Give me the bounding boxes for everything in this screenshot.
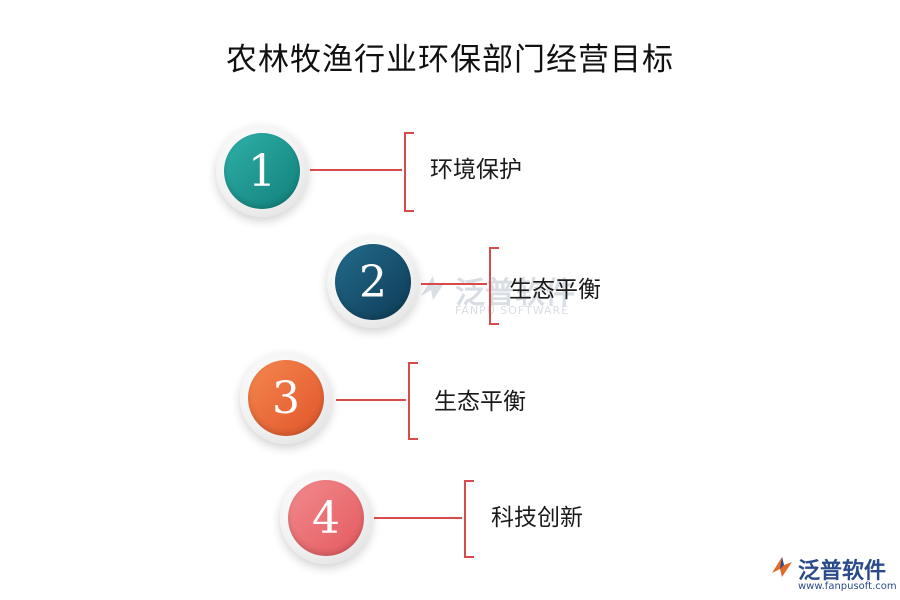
- goal-label-3: 生态平衡: [434, 389, 526, 415]
- number-3: 3: [272, 372, 300, 424]
- bracket-1: [404, 132, 414, 212]
- connector-line-4: [374, 517, 462, 519]
- watermark-subtext: FANPU SOFTWARE: [455, 304, 570, 317]
- bracket-3: [408, 362, 418, 440]
- goal-label-1: 环境保护: [430, 157, 522, 183]
- goal-label-4: 科技创新: [491, 505, 583, 531]
- fanpu-logo-icon: [421, 276, 445, 300]
- connector-line-2: [421, 283, 487, 285]
- number-1: 1: [248, 145, 276, 197]
- number-circle-4: 4: [288, 480, 364, 556]
- brand-name: 泛普软件: [798, 559, 887, 584]
- brand-url: www.fanpusoft.com: [798, 581, 897, 592]
- connector-line-3: [336, 399, 406, 401]
- goal-label-2: 生态平衡: [509, 277, 601, 303]
- page-title: 农林牧渔行业环保部门经营目标: [226, 42, 674, 78]
- watermark-text: 泛普软件: [455, 276, 575, 311]
- bracket-2: [489, 247, 499, 325]
- number-4: 4: [312, 492, 340, 544]
- fanpu-logo-icon: [772, 557, 792, 577]
- connector-line-1: [310, 169, 402, 171]
- bracket-4: [464, 480, 474, 558]
- number-2: 2: [359, 256, 387, 308]
- number-circle-2: 2: [335, 244, 411, 320]
- number-circle-1: 1: [224, 133, 300, 209]
- number-circle-3: 3: [248, 360, 324, 436]
